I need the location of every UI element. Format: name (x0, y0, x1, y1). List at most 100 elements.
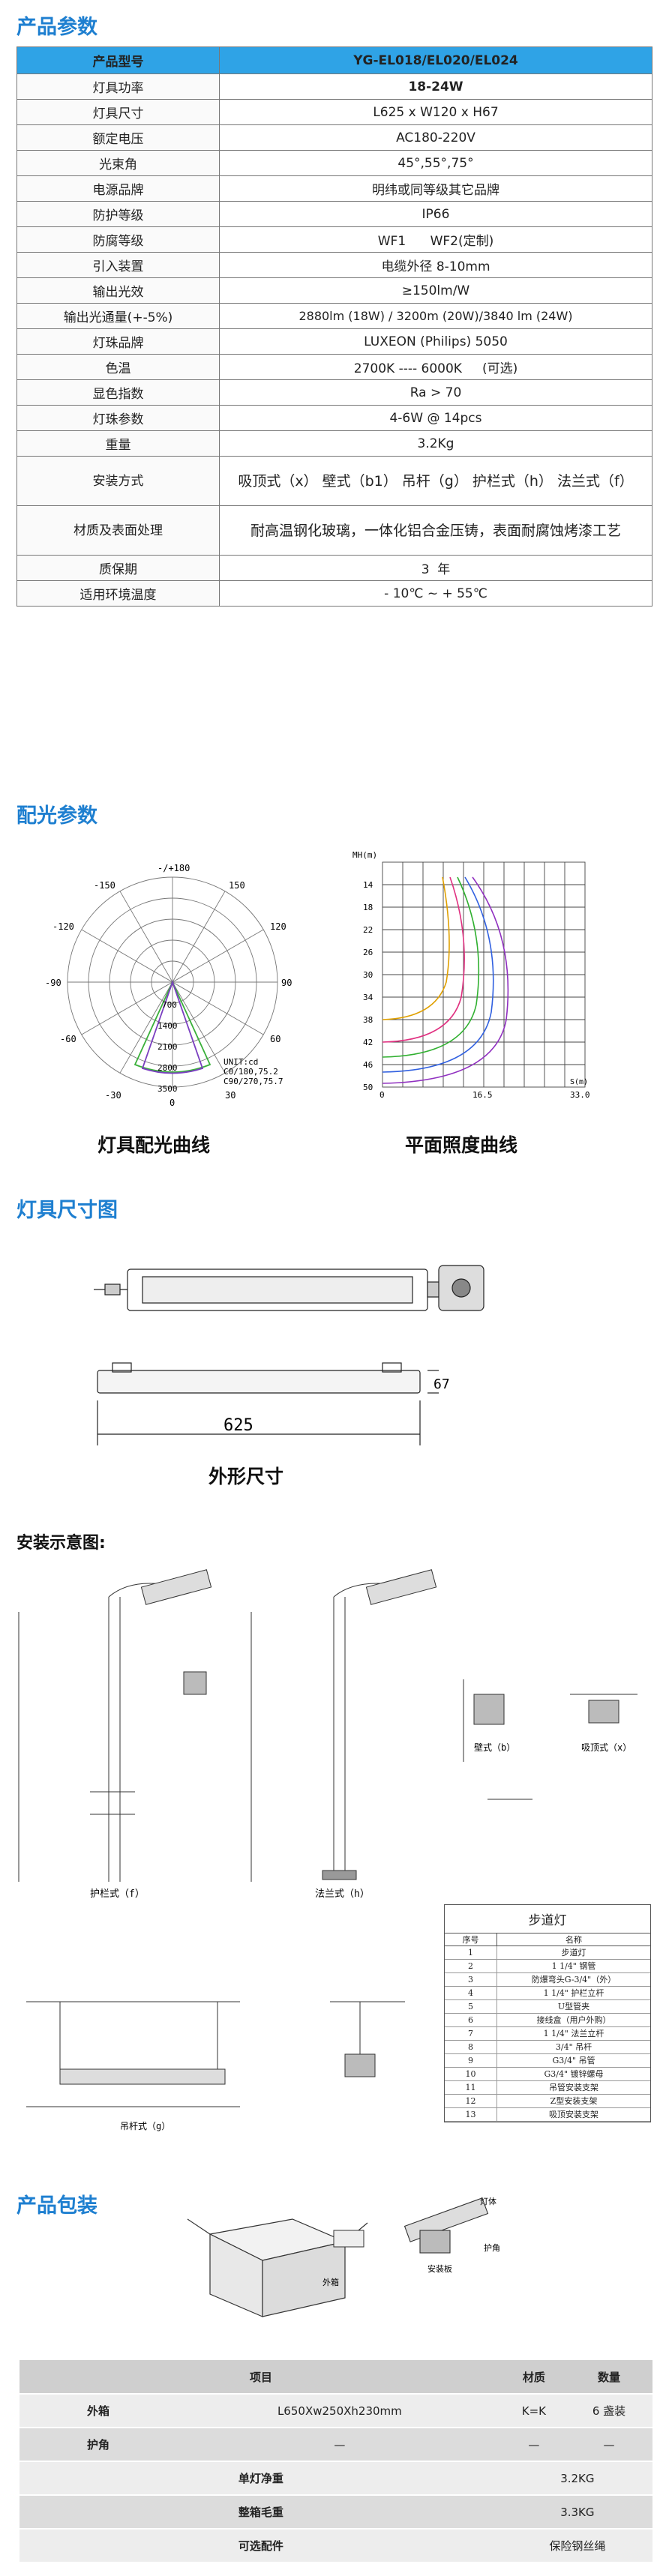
spec-key: 适用环境温度 (16, 580, 220, 607)
polar-radial-label: 1400 (158, 1021, 178, 1031)
pack-label-guard: 护角 (484, 2242, 500, 2253)
pack-table: 项目 材质 数量 外箱 L650Xw250Xh230mm K=K 6 盏装 护角… (20, 2360, 652, 2563)
polar-radial-label: 2100 (158, 1042, 178, 1052)
spec-key: 光束角 (16, 150, 220, 176)
spec-value: YG-EL018/EL020/EL024 (219, 46, 652, 74)
curve-c0-180 (134, 980, 212, 1073)
spec-key: 灯具功率 (16, 73, 220, 100)
curve-c90-270 (141, 980, 204, 1074)
spec-key: 色温 (16, 354, 220, 380)
pack-head: 项目 (20, 2360, 502, 2395)
parts-name: 防爆弯头G-3/4"（外） (531, 1975, 616, 1984)
iso-curve-5 (382, 876, 509, 1084)
pack-wide-row: 整箱毛重 3.3KG (20, 2495, 652, 2530)
pack-key: 单灯净重 (20, 2461, 502, 2496)
spec-value: 3.2Kg (219, 430, 652, 457)
spec-key: 材质及表面处理 (16, 505, 220, 556)
spec-key: 显色指数 (16, 379, 220, 406)
label-ceiling: 吸顶式（x） (581, 1742, 632, 1753)
section-title-params: 产品参数 (16, 16, 98, 39)
illum-xtick: 16.5 (472, 1090, 493, 1100)
spec-value: - 10℃ ~ + 55℃ (219, 580, 652, 607)
spec-key: 质保期 (16, 555, 220, 581)
parts-name: Z型安装支架 (550, 2096, 598, 2106)
pack-cell: L650Xw250Xh230mm (177, 2394, 502, 2428)
parts-head: 序号 名称 (445, 1933, 650, 1946)
pack-cell: 3.3KG (502, 2495, 652, 2530)
iso-curve-1 (382, 876, 450, 1020)
pack-row: 护角 — — — (20, 2428, 652, 2462)
spec-value: 耐高温钢化玻璃，一体化铝合金压铸，表面耐腐蚀烤漆工艺 (219, 505, 652, 556)
pack-head-row: 项目 材质 数量 (20, 2360, 652, 2395)
pack-wide-row: 单灯净重 3.2KG (20, 2461, 652, 2496)
parts-name: 步道灯 (561, 1948, 586, 1957)
install-drawing: 护栏式（f） 法兰式（h） 壁式（b） 吸顶式（x） 吊杆式（g） (18, 1569, 638, 2131)
spec-key: 输出光通量(+-5%) (16, 303, 220, 329)
illum-ylabel: MH(m) (352, 850, 377, 860)
spec-value: LUXEON (Philips) 5050 (219, 328, 652, 355)
corner-guard (333, 2230, 364, 2248)
parts-no: 12 (445, 2095, 497, 2107)
lamp-side-view (97, 1362, 439, 1445)
illum-ytick: 26 (363, 948, 373, 957)
polar-label: -60 (60, 1034, 76, 1044)
polar-label: 150 (229, 880, 245, 891)
spec-value: 18-24W (219, 73, 652, 100)
spec-key: 安装方式 (16, 456, 220, 506)
polar-legend-c0: C0/180,75.2 (224, 1067, 278, 1077)
spec-value: 2880lm (18W) / 3200m (20W)/3840 lm (24W) (219, 303, 652, 329)
illum-xunit: S(m) (570, 1078, 588, 1086)
polar-label-180: -/+180 (158, 863, 190, 873)
polar-label: 0 (170, 1098, 175, 1108)
spec-key: 额定电压 (16, 124, 220, 151)
spec-row: 材质及表面处理耐高温钢化玻璃，一体化铝合金压铸，表面耐腐蚀烤漆工艺 (16, 505, 652, 556)
spec-row: 适用环境温度- 10℃ ~ + 55℃ (16, 580, 652, 607)
polar-label: 30 (225, 1090, 236, 1101)
parts-name: G3/4" 吊管 (552, 2056, 596, 2065)
parts-no: 7 (445, 2027, 497, 2040)
illum-ytick: 42 (363, 1038, 373, 1047)
pack-key: 可选配件 (20, 2529, 502, 2563)
install-pendant-mount (26, 2001, 405, 2107)
spec-key: 输出光效 (16, 277, 220, 304)
lamp-top-view (94, 1269, 443, 1311)
spec-row: 电源品牌明纬或同等级其它品牌 (16, 175, 652, 202)
spec-value: 2700K ---- 6000K (可选) (219, 354, 652, 380)
spec-value: AC180-220V (219, 124, 652, 151)
install-wall-mount (463, 1679, 638, 1800)
pack-wide-row: 可选配件 保险钢丝绳 (20, 2529, 652, 2563)
spec-key: 产品型号 (16, 46, 220, 74)
polar-unit: UNIT:cd (224, 1057, 258, 1067)
spec-row: 安装方式吸顶式（x） 壁式（b1） 吊杆（g） 护栏式（h） 法兰式（f） (16, 456, 652, 506)
install-guardrail-mount (18, 1569, 212, 1882)
polar-label: 90 (281, 978, 292, 988)
parts-no: 6 (445, 2014, 497, 2026)
parts-no: 2 (445, 1960, 497, 1972)
dim-height: 67 (434, 1376, 450, 1392)
lamp-in-box (404, 2197, 489, 2254)
spec-value: L625 x W120 x H67 (219, 99, 652, 125)
parts-no: 1 (445, 1946, 497, 1959)
spec-key: 防腐等级 (16, 226, 220, 253)
illum-ytick: 34 (363, 993, 374, 1002)
parts-name: 吸顶安装支架 (549, 2110, 598, 2119)
parts-name: 吊管安装支架 (549, 2083, 598, 2092)
parts-name: G3/4" 镀锌螺母 (544, 2069, 604, 2079)
pack-cell: — (177, 2428, 502, 2462)
illum-xtick: 0 (380, 1090, 385, 1100)
illum-ytick: 30 (363, 970, 373, 980)
section-title-install: 安装示意图: (16, 1534, 106, 1553)
spec-key: 灯珠品牌 (16, 328, 220, 355)
spec-row: 引入装置电缆外径 8-10mm (16, 252, 652, 278)
